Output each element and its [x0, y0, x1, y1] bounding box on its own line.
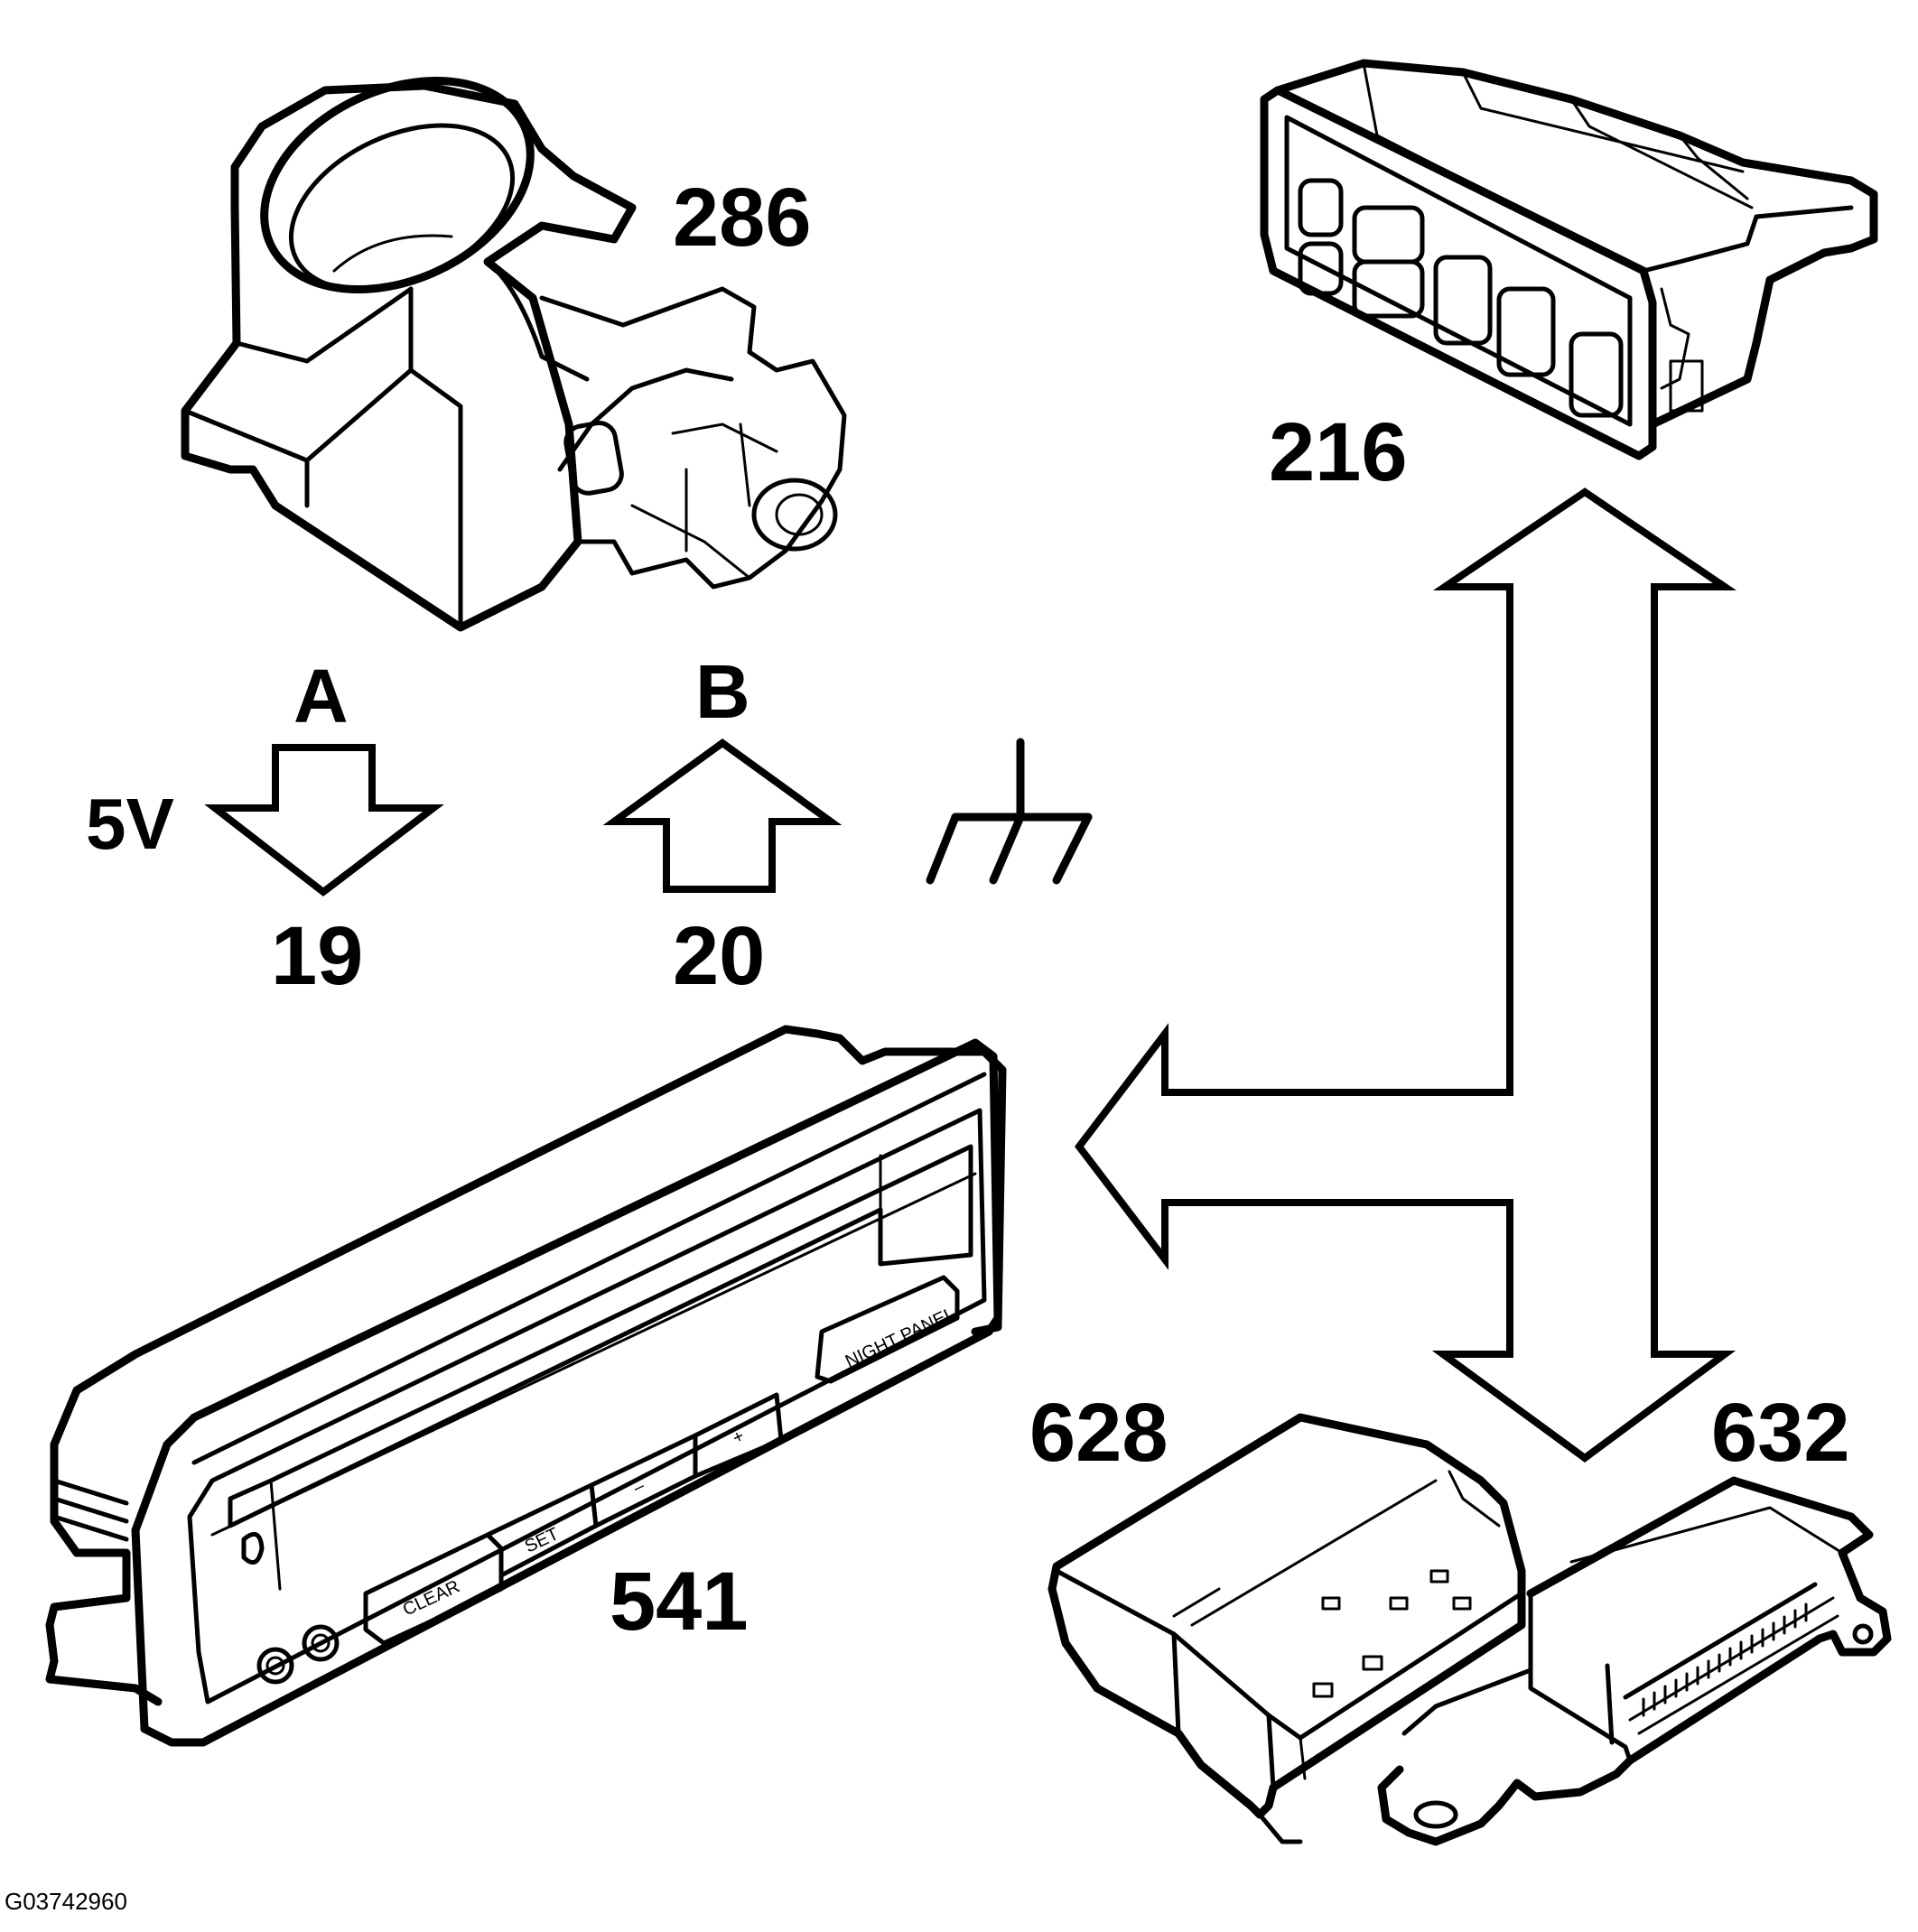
module-628-illustration — [1047, 1413, 1526, 1844]
module-632-illustration — [1377, 1476, 1892, 1846]
label-286: 286 — [673, 172, 812, 264]
display-panel-541-illustration — [45, 1025, 1007, 1747]
label-signal-b: B — [695, 649, 750, 734]
figure-id: G03742960 — [5, 1888, 127, 1915]
label-pin-20: 20 — [673, 910, 765, 1002]
signal-arrow-a — [204, 744, 444, 897]
label-216: 216 — [1269, 406, 1408, 498]
minus-button-label[interactable]: – — [630, 1476, 648, 1499]
label-pin-19: 19 — [271, 910, 363, 1002]
signal-arrow-b — [602, 738, 843, 893]
plus-button-label[interactable]: + — [730, 1426, 748, 1449]
throttle-body-illustration — [181, 76, 847, 632]
label-628: 628 — [1029, 1387, 1168, 1479]
ground-symbol — [926, 738, 1093, 885]
label-541: 541 — [610, 1556, 749, 1648]
label-5v: 5V — [86, 784, 174, 864]
label-632: 632 — [1711, 1387, 1850, 1479]
data-bus-arrow — [1074, 488, 1737, 1463]
control-module-216-illustration — [1260, 59, 1878, 460]
label-signal-a: A — [293, 654, 349, 738]
